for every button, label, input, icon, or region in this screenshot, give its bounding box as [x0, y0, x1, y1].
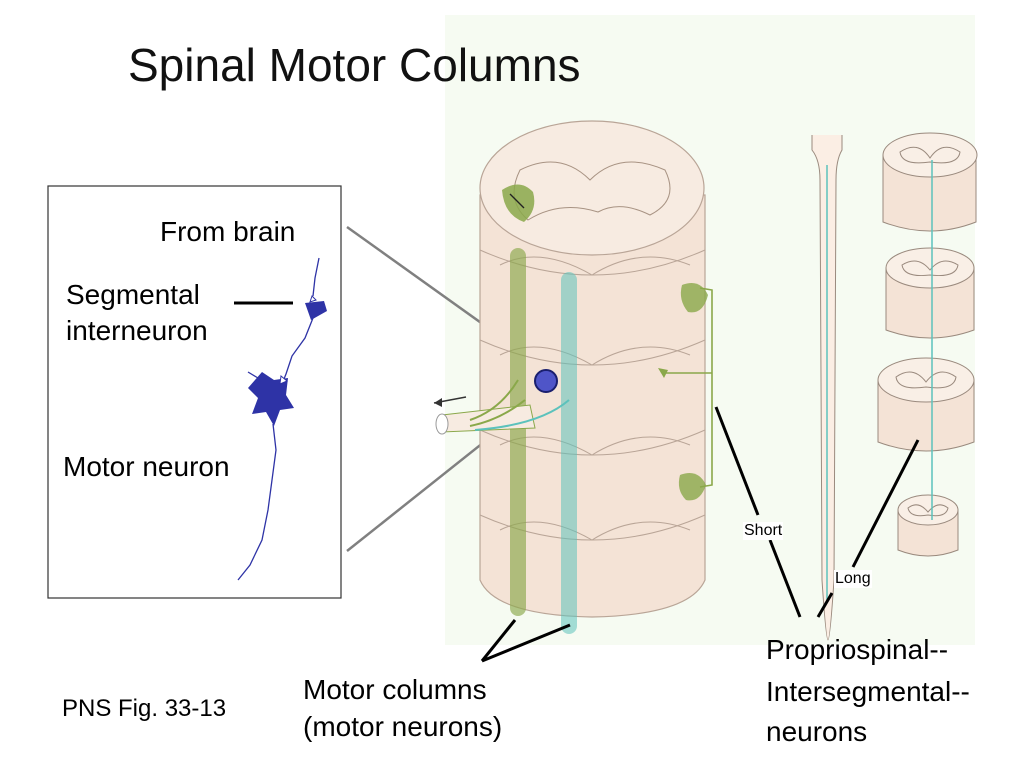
short-propriospinal-soma [658, 368, 668, 378]
top-motor-pool [502, 184, 535, 222]
green-fibres [469, 379, 526, 427]
page-title: Spinal Motor Columns [128, 39, 581, 91]
motor-neuron-label: Motor neuron [63, 451, 230, 482]
synapse-terminal-upper [309, 295, 317, 303]
right-motor-pool-lower [678, 472, 706, 501]
pointer-long-upper [851, 439, 920, 568]
pointer-short-upper [714, 406, 760, 516]
pointer-motor-green [480, 619, 517, 662]
segmental-label: Segmental [66, 279, 200, 310]
inset-neurons [237, 257, 320, 581]
teal-fibres [474, 399, 570, 431]
thin-cord-diagram [811, 135, 843, 641]
segment-stack [877, 132, 978, 557]
segment-section-1 [882, 132, 978, 232]
neurons-label: neurons [766, 716, 868, 747]
root-arrow-head [434, 398, 442, 407]
pointer-motor-teal [481, 623, 571, 663]
interneuron-axon [281, 317, 314, 385]
motor-column-green [510, 248, 526, 616]
segment-section-4 [897, 494, 959, 557]
from-brain-label: From brain [160, 216, 296, 247]
motor-columns-label: Motor columns [303, 674, 487, 705]
pointer-short-lower [768, 539, 802, 618]
motor-neuron-soma [248, 372, 294, 426]
cord-top-face [479, 120, 705, 256]
intersegmental-label: Intersegmental-- [766, 676, 970, 707]
pointer-long-lower [816, 592, 834, 618]
spinal-cord-cylinder [433, 120, 713, 634]
segment-section-3 [877, 357, 975, 452]
motor-neuron-dendrite [247, 371, 259, 379]
segmental-interneuron-soma [305, 301, 327, 320]
ventral-root-end [435, 413, 449, 435]
right-motor-pool-upper [680, 282, 708, 313]
figure-reference: PNS Fig. 33-13 [62, 695, 227, 722]
interneuron-column-teal [561, 272, 577, 634]
top-double-arrow [509, 193, 525, 209]
top-grey-matter [513, 161, 671, 221]
short-propriospinal-fibre [665, 287, 713, 488]
synapse-terminal-lower [279, 375, 288, 385]
highlighted-neuron-circle [534, 369, 558, 393]
segment-section-2 [885, 247, 975, 339]
short-label: Short [743, 522, 784, 540]
inset-box [47, 185, 342, 599]
interneuron-label: interneuron [66, 315, 208, 346]
motor-neuron-axon [237, 423, 277, 581]
long-label: Long [834, 570, 872, 588]
motor-neurons-label: (motor neurons) [303, 711, 503, 742]
cord-body [479, 194, 706, 618]
propriospinal-label: Propriospinal-- [766, 634, 949, 665]
descending-axon [312, 257, 320, 297]
